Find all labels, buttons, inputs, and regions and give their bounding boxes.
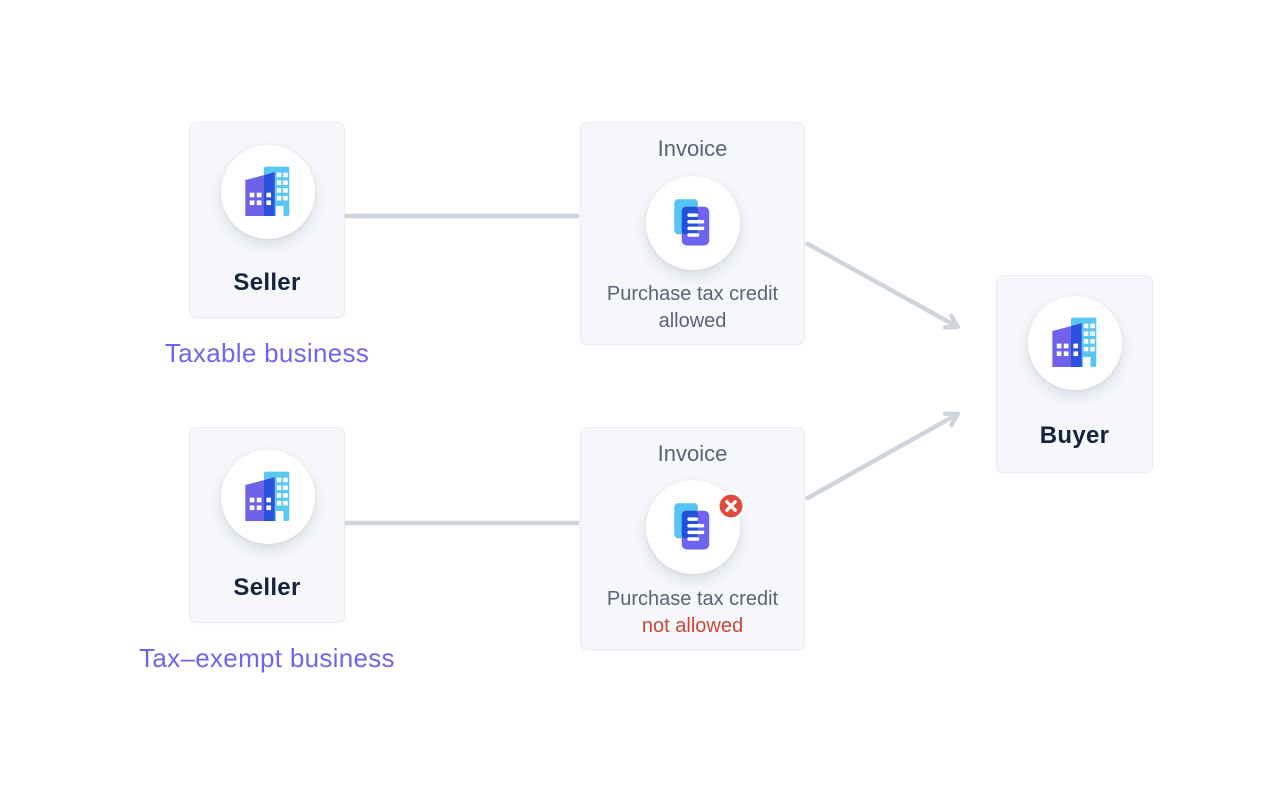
building-icon bbox=[1052, 317, 1097, 367]
seller-icon-circle bbox=[221, 450, 315, 544]
invoice-title: Invoice bbox=[657, 136, 728, 161]
invoice-document-icon bbox=[674, 503, 710, 550]
seller-label: Seller bbox=[233, 269, 301, 296]
invoice-note-line1: Purchase tax credit bbox=[606, 588, 779, 610]
invoice-title: Invoice bbox=[657, 441, 728, 466]
invoice-note-line2: allowed bbox=[658, 310, 727, 332]
invoice-note-line2-denied: not allowed bbox=[641, 615, 744, 637]
invoice-icon-circle bbox=[646, 176, 740, 270]
seller-card-taxable: Seller bbox=[189, 122, 345, 318]
invoice-card-not-allowed: Invoice Purchase tax credit not allowed bbox=[580, 427, 805, 650]
seller-label: Seller bbox=[233, 574, 301, 601]
building-icon bbox=[245, 166, 290, 216]
seller-icon-circle bbox=[221, 145, 315, 239]
buyer-label: Buyer bbox=[1039, 422, 1110, 449]
x-circle-badge-icon bbox=[716, 491, 746, 521]
building-icon bbox=[245, 471, 290, 521]
invoice-icon-circle bbox=[646, 480, 745, 574]
invoice-document-icon bbox=[674, 199, 710, 246]
seller-card-tax-exempt: Seller bbox=[189, 427, 345, 623]
invoice-note: Purchase tax credit allowed bbox=[581, 281, 804, 335]
buyer-icon-circle bbox=[1028, 296, 1122, 390]
arrow-invoice2-buyer bbox=[804, 411, 960, 501]
buyer-card: Buyer bbox=[996, 275, 1153, 473]
invoice-note-line1: Purchase tax credit bbox=[606, 283, 779, 305]
invoice-card-allowed: Invoice Purchase tax credit allowed bbox=[580, 122, 805, 345]
arrow-invoice1-buyer bbox=[804, 241, 960, 330]
invoice-note: Purchase tax credit not allowed bbox=[581, 586, 804, 640]
caption-tax-exempt-business: Tax–exempt business bbox=[139, 643, 395, 673]
caption-taxable-business: Taxable business bbox=[164, 338, 370, 368]
